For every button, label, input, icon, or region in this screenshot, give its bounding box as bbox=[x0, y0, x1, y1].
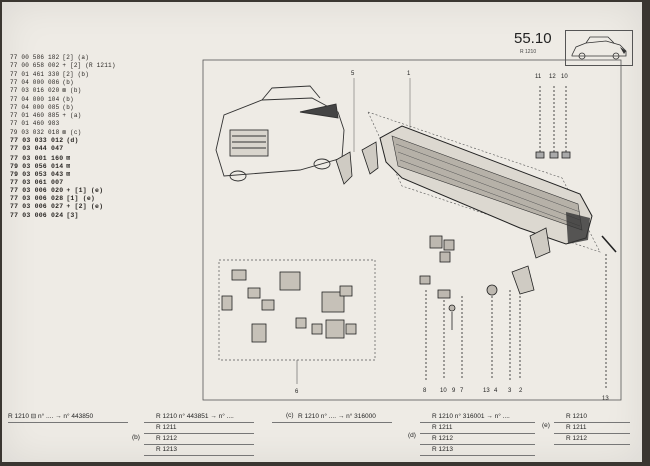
part-number: 77 03 001 160 bbox=[10, 154, 64, 162]
callout-3: 3 bbox=[508, 388, 512, 394]
footer-col-4: (d) R 1210 n° 316001 → n° .... R 1211 R … bbox=[408, 412, 535, 462]
part-number-row: 77 00 658 002+ [2] (R 1211) bbox=[10, 62, 116, 69]
part-number-row: 77 04 000 085(b) bbox=[10, 104, 74, 111]
part-note: ⊠ bbox=[66, 171, 71, 179]
part-number: 77 00 658 002 bbox=[10, 62, 60, 70]
part-number-row: 77 03 033 012(d) bbox=[10, 137, 79, 144]
part-number: 77 01 460 885 bbox=[10, 112, 60, 120]
part-number-row: 77 01 460 885+ (a) bbox=[10, 112, 81, 119]
part-number-row: 77 04 000 104(b) bbox=[10, 96, 74, 103]
footer-tag-e: (e) bbox=[542, 422, 550, 429]
callout-10: 10 bbox=[561, 74, 568, 80]
footer-col-5: (e) R 1210 R 1211 R 1212 bbox=[542, 412, 630, 462]
part-note: [2] (a) bbox=[62, 54, 90, 61]
bumper-icon bbox=[379, 125, 593, 245]
callout-13: 13 bbox=[483, 388, 490, 394]
part-note: + [2] (e) bbox=[66, 203, 104, 211]
part-number: 79 03 056 014 bbox=[10, 162, 64, 170]
part-number-row: 77 03 006 024[3] bbox=[10, 212, 79, 219]
part-number-row: 77 03 016 020⊠ (b) bbox=[10, 87, 81, 94]
part-number: 77 01 461 330 bbox=[10, 70, 60, 78]
bolt-set-icon bbox=[535, 86, 571, 159]
part-number-row: 77 03 006 027+ [2] (e) bbox=[10, 203, 103, 210]
callout-4: 4 bbox=[494, 388, 498, 394]
footer-col-3: (c) R 1210 n° .... → n° 316000 bbox=[272, 412, 392, 462]
part-note: ⊠ (b) bbox=[62, 87, 82, 95]
part-number-row: 77 03 006 020+ [1] (e) bbox=[10, 187, 103, 194]
part-note: + (a) bbox=[62, 112, 82, 120]
callout-10b: 10 bbox=[440, 388, 447, 394]
part-note: + [1] (e) bbox=[66, 186, 104, 194]
callout-8: 8 bbox=[423, 388, 427, 394]
callout-5: 5 bbox=[351, 71, 355, 77]
callout-13b: 13 bbox=[602, 396, 609, 402]
part-number-row: 77 03 001 160⊠ bbox=[10, 154, 70, 162]
car-thumbnail bbox=[565, 30, 633, 66]
callout-1: 1 bbox=[407, 71, 411, 77]
part-note: (d) bbox=[66, 137, 79, 144]
part-number: 79 03 032 018 bbox=[10, 128, 60, 136]
part-number: 77 04 000 086 bbox=[10, 78, 60, 86]
part-number: 77 03 006 027 bbox=[10, 203, 64, 211]
part-note: [1] (e) bbox=[66, 195, 96, 203]
footer-tag-d: (d) bbox=[408, 432, 416, 439]
part-number: 77 01 460 983 bbox=[10, 120, 60, 128]
part-number: 77 03 033 012 bbox=[10, 137, 64, 144]
part-number-row: 77 01 460 983 bbox=[10, 120, 62, 127]
long-bolt-icon bbox=[601, 235, 617, 253]
callout-7: 7 bbox=[460, 388, 464, 394]
car-thumbnail-icon bbox=[571, 36, 627, 60]
part-number: 77 03 006 020 bbox=[10, 186, 64, 194]
diagram-frame bbox=[202, 59, 622, 401]
corner-piece-right-2 bbox=[511, 265, 535, 295]
footer-col-2: (b) R 1210 n° 443851 → n° .... R 1211 R … bbox=[132, 412, 254, 462]
part-number: 77 03 061 007 bbox=[10, 178, 64, 186]
part-number-row: 77 03 006 028[1] (e) bbox=[10, 195, 95, 202]
part-number: 77 00 586 182 bbox=[10, 54, 60, 61]
corner-piece-left-2 bbox=[361, 141, 379, 175]
part-number-row: 79 03 032 018⊠ (c) bbox=[10, 129, 81, 136]
corner-piece-right-1 bbox=[529, 227, 551, 259]
part-note: (b) bbox=[62, 103, 74, 111]
part-number-row: 77 00 586 182[2] (a) bbox=[10, 54, 89, 61]
callout-6: 6 bbox=[295, 389, 299, 395]
part-number: 77 03 006 028 bbox=[10, 195, 64, 203]
part-note: [2] (b) bbox=[62, 70, 90, 78]
footer-col-1: R 1210 ⊟ n° .... → n° 443850 bbox=[8, 412, 128, 462]
callout-11: 11 bbox=[535, 74, 542, 80]
part-number: 79 03 053 043 bbox=[10, 171, 64, 179]
part-note: + [2] (R 1211) bbox=[62, 62, 116, 70]
footer-tag-c: (c) bbox=[286, 412, 294, 419]
part-number: 77 03 006 024 bbox=[10, 211, 64, 219]
footer-tag-b: (b) bbox=[132, 434, 140, 441]
part-note: (b) bbox=[62, 78, 74, 86]
callout-2: 2 bbox=[519, 388, 523, 394]
section-subtitle: R 1210 bbox=[520, 49, 537, 55]
car-sketch-icon bbox=[215, 85, 345, 182]
part-number: 77 04 000 085 bbox=[10, 103, 60, 111]
bracket-cluster-icon bbox=[419, 235, 607, 390]
section-number: 55.10 bbox=[514, 30, 552, 47]
part-number-row: 79 03 053 043⊠ bbox=[10, 170, 70, 178]
corner-piece-left-1 bbox=[335, 151, 353, 185]
part-note: ⊠ bbox=[66, 162, 71, 170]
bumper-outline-dashed bbox=[367, 111, 601, 253]
part-number-row: 79 03 056 014⊠ bbox=[10, 162, 70, 170]
part-note: ⊠ (c) bbox=[62, 128, 82, 136]
part-number-row: 77 03 044 047 bbox=[10, 145, 66, 152]
part-number-row: 77 04 000 086(b) bbox=[10, 79, 74, 86]
part-number-row: 77 03 061 007 bbox=[10, 179, 66, 186]
part-number: 77 03 044 047 bbox=[10, 145, 64, 153]
part-note: (b) bbox=[62, 95, 74, 103]
callout-9: 9 bbox=[452, 388, 456, 394]
detail-parts-icon bbox=[221, 269, 357, 343]
part-number: 77 03 016 020 bbox=[10, 87, 60, 95]
callout-12: 12 bbox=[549, 74, 556, 80]
part-note: [3] bbox=[66, 211, 79, 219]
part-number: 77 04 000 104 bbox=[10, 95, 60, 103]
part-note: ⊠ bbox=[66, 154, 71, 162]
part-number-row: 77 01 461 330[2] (b) bbox=[10, 71, 89, 78]
